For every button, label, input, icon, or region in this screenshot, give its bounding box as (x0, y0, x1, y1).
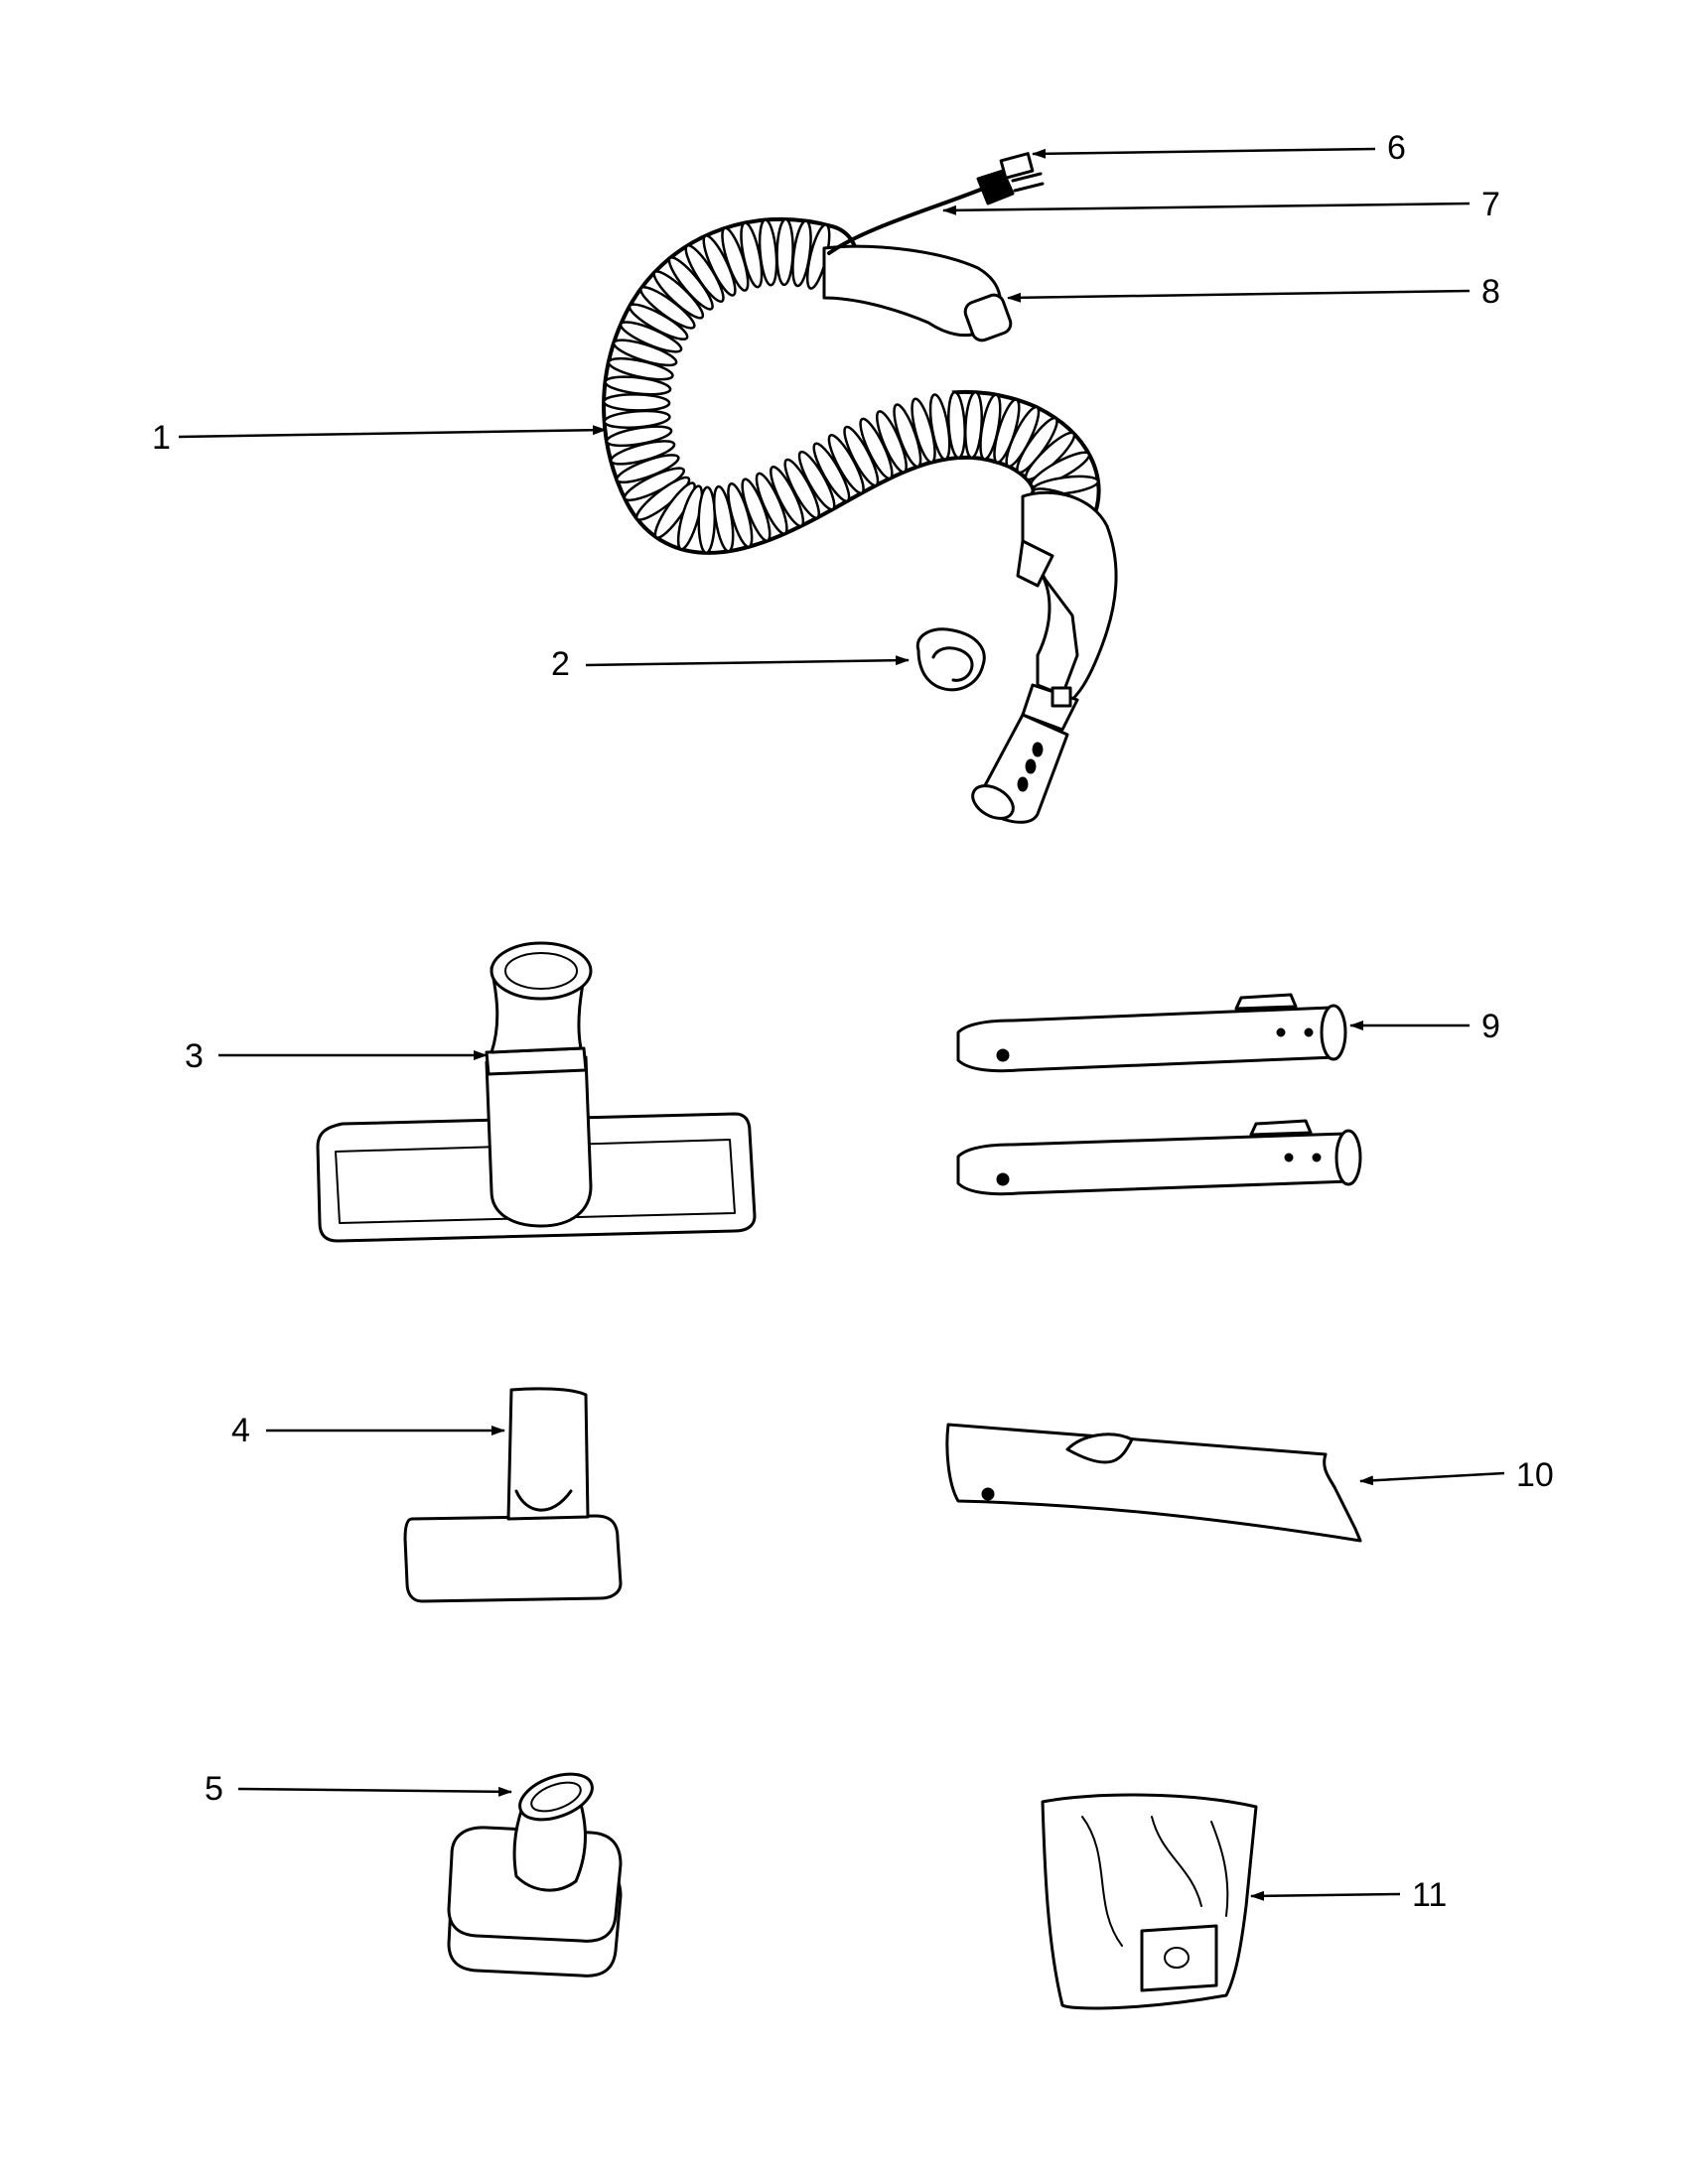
leader-10 (1359, 1471, 1505, 1486)
leader-7 (942, 202, 1471, 215)
callout-2: 2 (551, 645, 570, 683)
leader-2 (585, 655, 910, 667)
part-10-crevice-tool (945, 1423, 1362, 1543)
callout-4: 4 (231, 1412, 250, 1449)
part-2-hose-clip (915, 627, 986, 692)
callout-1: 1 (152, 419, 171, 457)
part-5-dusting-brush (447, 1772, 623, 1978)
hose-corrugations (602, 217, 1100, 555)
part-3-floor-brush (316, 941, 757, 1243)
callout-labels: 1 2 3 4 5 6 7 8 9 10 11 (152, 129, 1554, 1914)
callout-8: 8 (1481, 273, 1500, 311)
part-9-wand-lower (956, 1119, 1362, 1196)
part-6-plug (976, 152, 1045, 205)
leader-6 (1032, 147, 1376, 159)
callout-11: 11 (1412, 1876, 1447, 1914)
leader-5 (237, 1786, 512, 1797)
hose-ring (602, 393, 671, 412)
leader-1 (178, 425, 607, 439)
callout-7: 7 (1481, 186, 1500, 223)
callout-10: 10 (1516, 1456, 1554, 1494)
callout-3: 3 (185, 1037, 204, 1075)
leader-8 (1007, 289, 1471, 303)
leader-lines (178, 147, 1505, 1901)
part-9-wand-upper (956, 993, 1347, 1073)
hose-ring (775, 217, 794, 287)
callout-6: 6 (1387, 129, 1406, 167)
callout-9: 9 (1481, 1008, 1500, 1045)
part-4-upholstery-tool (403, 1387, 623, 1603)
part-11-dust-bag (1041, 1793, 1258, 2010)
callout-5: 5 (205, 1770, 223, 1808)
hose-ring (697, 485, 717, 555)
leader-11 (1250, 1890, 1401, 1901)
part-1-hose (602, 187, 1118, 824)
